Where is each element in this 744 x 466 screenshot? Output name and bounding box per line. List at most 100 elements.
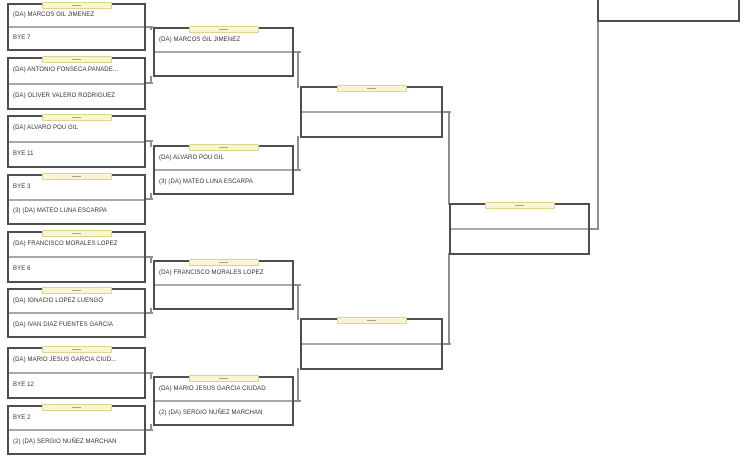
dash-icon xyxy=(72,117,81,118)
player-name: BYE 12 xyxy=(13,382,34,388)
connector-line xyxy=(146,82,153,84)
player-name: (DA) FRANCISCO MORALES LOPEZ xyxy=(13,241,118,247)
connector-line xyxy=(150,26,152,30)
player-slot[interactable]: (DA) MARIO JESUS GARCIA CIUDAD xyxy=(155,378,292,400)
connector-line xyxy=(150,76,152,84)
player-slot[interactable] xyxy=(451,228,588,253)
match-box xyxy=(449,202,590,255)
player-slot[interactable]: (DA) FRANCISCO MORALES LOPEZ xyxy=(155,262,292,284)
player-slot[interactable] xyxy=(302,343,441,368)
match-tab[interactable] xyxy=(41,230,112,237)
player-slot[interactable] xyxy=(451,205,588,228)
player-slot[interactable]: (DA) OLIVER VALERO RODRIGUEZ xyxy=(9,82,144,108)
player-name: (DA) ALVARO POU GIL xyxy=(159,154,225,161)
dash-icon xyxy=(515,205,524,206)
dash-icon xyxy=(72,407,81,408)
player-slot[interactable] xyxy=(302,111,441,136)
player-slot[interactable] xyxy=(302,320,441,343)
player-slot[interactable]: (DA) ALVARO POU GIL xyxy=(155,147,292,169)
player-slot[interactable]: (3) (DA) MATEO LUNA ESCARPA xyxy=(9,198,144,223)
connector-line xyxy=(597,20,599,230)
match-tab[interactable] xyxy=(484,202,555,209)
player-name: (DA) OLIVER VALERO RODRIGUEZ xyxy=(13,92,116,99)
dash-icon xyxy=(72,349,81,350)
connector-line xyxy=(150,140,152,147)
player-slot[interactable]: (DA) IVAN DIAZ FUENTES GARCIA xyxy=(9,312,144,336)
player-slot[interactable]: (DA) MARCOS GIL JIMENEZ xyxy=(155,29,292,51)
player-name: (DA) MARIO JESUS GARCIA CIUD... xyxy=(13,357,117,363)
match-box: BYE 3 (3) (DA) MATEO LUNA ESCARPA xyxy=(7,173,146,225)
winner-box xyxy=(597,0,740,22)
match-box: (DA) MARCOS GIL JIMENEZ xyxy=(153,26,294,77)
dash-icon xyxy=(72,176,81,177)
player-slot[interactable]: (DA) MARCOS GIL JIMENEZ xyxy=(9,5,144,26)
match-box: (DA) MARCOS GIL JIMENEZ BYE 7 xyxy=(7,2,146,51)
player-slot[interactable]: BYE 11 xyxy=(9,140,144,166)
match-tab[interactable] xyxy=(188,375,259,382)
match-tab[interactable] xyxy=(41,346,112,353)
match-box: (DA) IGNACIO LOPEZ LUENGO (DA) IVAN DIAZ… xyxy=(7,287,146,338)
player-slot[interactable]: (2) (DA) SERGIO NUÑEZ MARCHAN xyxy=(155,400,292,424)
match-box xyxy=(300,317,443,370)
match-box: (DA) FRANCISCO MORALES LOPEZ BYE 6 xyxy=(7,230,146,283)
connector-line xyxy=(590,228,599,230)
connector-line xyxy=(146,429,153,431)
player-slot[interactable]: (3) (DA) MATEO LUNA ESCARPA xyxy=(155,169,292,193)
player-slot[interactable]: BYE 6 xyxy=(9,256,144,281)
dash-icon xyxy=(72,233,81,234)
player-name: BYE 2 xyxy=(13,414,31,421)
player-slot[interactable] xyxy=(155,284,292,308)
match-tab[interactable] xyxy=(41,114,112,121)
player-name: (DA) ANTONIO FONSECA PANADE... xyxy=(13,67,119,74)
match-tab[interactable] xyxy=(188,144,259,151)
player-slot[interactable]: (DA) ANTONIO FONSECA PANADE... xyxy=(9,59,144,83)
match-box: (DA) MARIO JESUS GARCIA CIUDAD (2) (DA) … xyxy=(153,375,294,426)
player-slot[interactable]: BYE 12 xyxy=(9,372,144,397)
connector-line xyxy=(146,312,153,314)
match-tab[interactable] xyxy=(336,85,407,92)
connector-line xyxy=(146,256,153,258)
player-slot[interactable]: (DA) FRANCISCO MORALES LOPEZ xyxy=(9,233,144,256)
match-tab[interactable] xyxy=(41,404,112,411)
connector-line xyxy=(150,193,152,200)
dash-icon xyxy=(367,88,376,89)
player-name: BYE 7 xyxy=(13,35,31,41)
player-name: (3) (DA) MATEO LUNA ESCARPA xyxy=(159,178,253,185)
match-tab[interactable] xyxy=(41,173,112,180)
match-tab[interactable] xyxy=(41,56,112,63)
dash-icon xyxy=(367,320,376,321)
connector-line xyxy=(150,372,152,379)
player-name: (DA) ALVARO POU GIL xyxy=(13,125,79,132)
player-slot[interactable]: BYE 7 xyxy=(9,26,144,49)
match-tab[interactable] xyxy=(41,2,112,9)
player-slot[interactable]: BYE 2 xyxy=(9,407,144,429)
connector-line xyxy=(150,256,152,263)
connector-line xyxy=(297,284,299,320)
match-box xyxy=(300,85,443,138)
player-name: (DA) MARCOS GIL JIMENEZ xyxy=(13,12,95,18)
connector-line xyxy=(146,26,153,28)
player-name: (2) (DA) SERGIO NUÑEZ MARCHAN xyxy=(159,409,263,416)
match-box: (DA) ANTONIO FONSECA PANADE... (DA) OLIV… xyxy=(7,56,146,110)
connector-line xyxy=(146,372,153,374)
player-slot[interactable]: (DA) IGNACIO LOPEZ LUENGO xyxy=(9,290,144,312)
dash-icon xyxy=(219,147,228,148)
connector-line xyxy=(443,111,451,113)
player-slot[interactable]: BYE 3 xyxy=(9,176,144,199)
match-box: BYE 2 (2) (DA) SERGIO NUÑEZ MARCHAN xyxy=(7,404,146,455)
match-box: (DA) ALVARO POU GIL (3) (DA) MATEO LUNA … xyxy=(153,144,294,195)
connector-line xyxy=(448,253,450,345)
match-tab[interactable] xyxy=(188,26,259,33)
player-slot[interactable]: (DA) MARIO JESUS GARCIA CIUD... xyxy=(9,349,144,372)
connector-line xyxy=(297,136,299,171)
match-tab[interactable] xyxy=(336,317,407,324)
match-tab[interactable] xyxy=(188,259,259,266)
player-slot[interactable]: (2) (DA) SERGIO NUÑEZ MARCHAN xyxy=(9,429,144,453)
player-name: (DA) IGNACIO LOPEZ LUENGO xyxy=(13,297,104,304)
dash-icon xyxy=(72,290,81,291)
player-slot[interactable] xyxy=(302,88,441,111)
match-tab[interactable] xyxy=(41,287,112,294)
player-name: BYE 11 xyxy=(13,150,34,157)
player-slot[interactable] xyxy=(155,51,292,75)
player-slot[interactable]: (DA) ALVARO POU GIL xyxy=(9,117,144,141)
